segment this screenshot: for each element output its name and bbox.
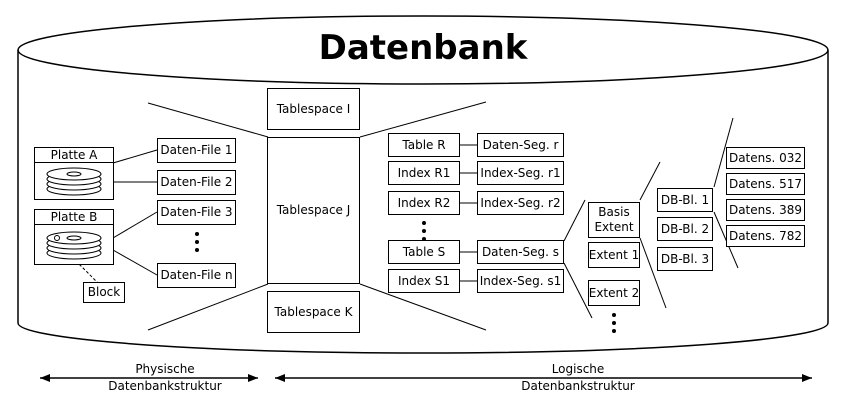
physical-structure-label: Physische Datenbankstruktur (90, 361, 240, 395)
data-file-3: Daten-File 3 (157, 200, 236, 225)
disk-b-label: Platte B (35, 210, 113, 225)
object-table-s: Table S (388, 240, 460, 264)
segment-index-r1: Index-Seg. r1 (477, 161, 564, 185)
diagram-title: Datenbank (318, 28, 528, 68)
ellipsis-dots (192, 232, 202, 256)
logical-structure-label: Logische Datenbankstruktur (498, 361, 658, 395)
object-index-s1: Index S1 (388, 269, 460, 293)
extent-2: Extent 2 (588, 280, 640, 306)
data-file-n: Daten-File n (157, 263, 236, 288)
tablespace-k: Tablespace K (267, 291, 360, 333)
db-block-2: DB-Bl. 2 (657, 217, 713, 241)
ellipsis-dots (609, 313, 619, 337)
disk-b: Platte B (34, 209, 114, 265)
data-record-517: Datens. 517 (726, 173, 805, 195)
segment-daten-s: Daten-Seg. s (477, 240, 564, 264)
disk-a: Platte A (34, 147, 114, 200)
data-file-1: Daten-File 1 (157, 138, 236, 163)
disk-a-label: Platte A (35, 148, 113, 163)
tablespace-j: Tablespace J (267, 137, 360, 284)
physical-line-2: Datenbankstruktur (108, 379, 222, 393)
ellipsis-dots (419, 221, 429, 245)
segment-daten-r: Daten-Seg. r (477, 133, 564, 157)
disk-stack-icon (46, 167, 102, 196)
logical-line-2: Datenbankstruktur (521, 379, 635, 393)
extent-basis: Basis Extent (588, 202, 640, 238)
block-label: Block (83, 282, 125, 303)
segment-index-r2: Index-Seg. r2 (477, 191, 564, 215)
data-record-389: Datens. 389 (726, 199, 805, 221)
object-table-r: Table R (388, 133, 460, 157)
cylinder-body (17, 50, 829, 354)
data-record-032: Datens. 032 (726, 147, 805, 169)
physical-line-1: Physische (135, 362, 195, 376)
object-index-r2: Index R2 (388, 191, 460, 215)
db-block-1: DB-Bl. 1 (657, 188, 713, 212)
logical-line-1: Logische (551, 362, 605, 376)
disk-stack-icon (46, 231, 102, 260)
cylinder-top (17, 15, 829, 85)
data-record-782: Datens. 782 (726, 225, 805, 247)
data-file-2: Daten-File 2 (157, 170, 236, 195)
extent-1: Extent 1 (588, 242, 640, 268)
tablespace-i: Tablespace I (267, 88, 360, 130)
object-index-r1: Index R1 (388, 161, 460, 185)
segment-index-s1: Index-Seg. s1 (477, 269, 564, 293)
db-block-3: DB-Bl. 3 (657, 247, 713, 271)
